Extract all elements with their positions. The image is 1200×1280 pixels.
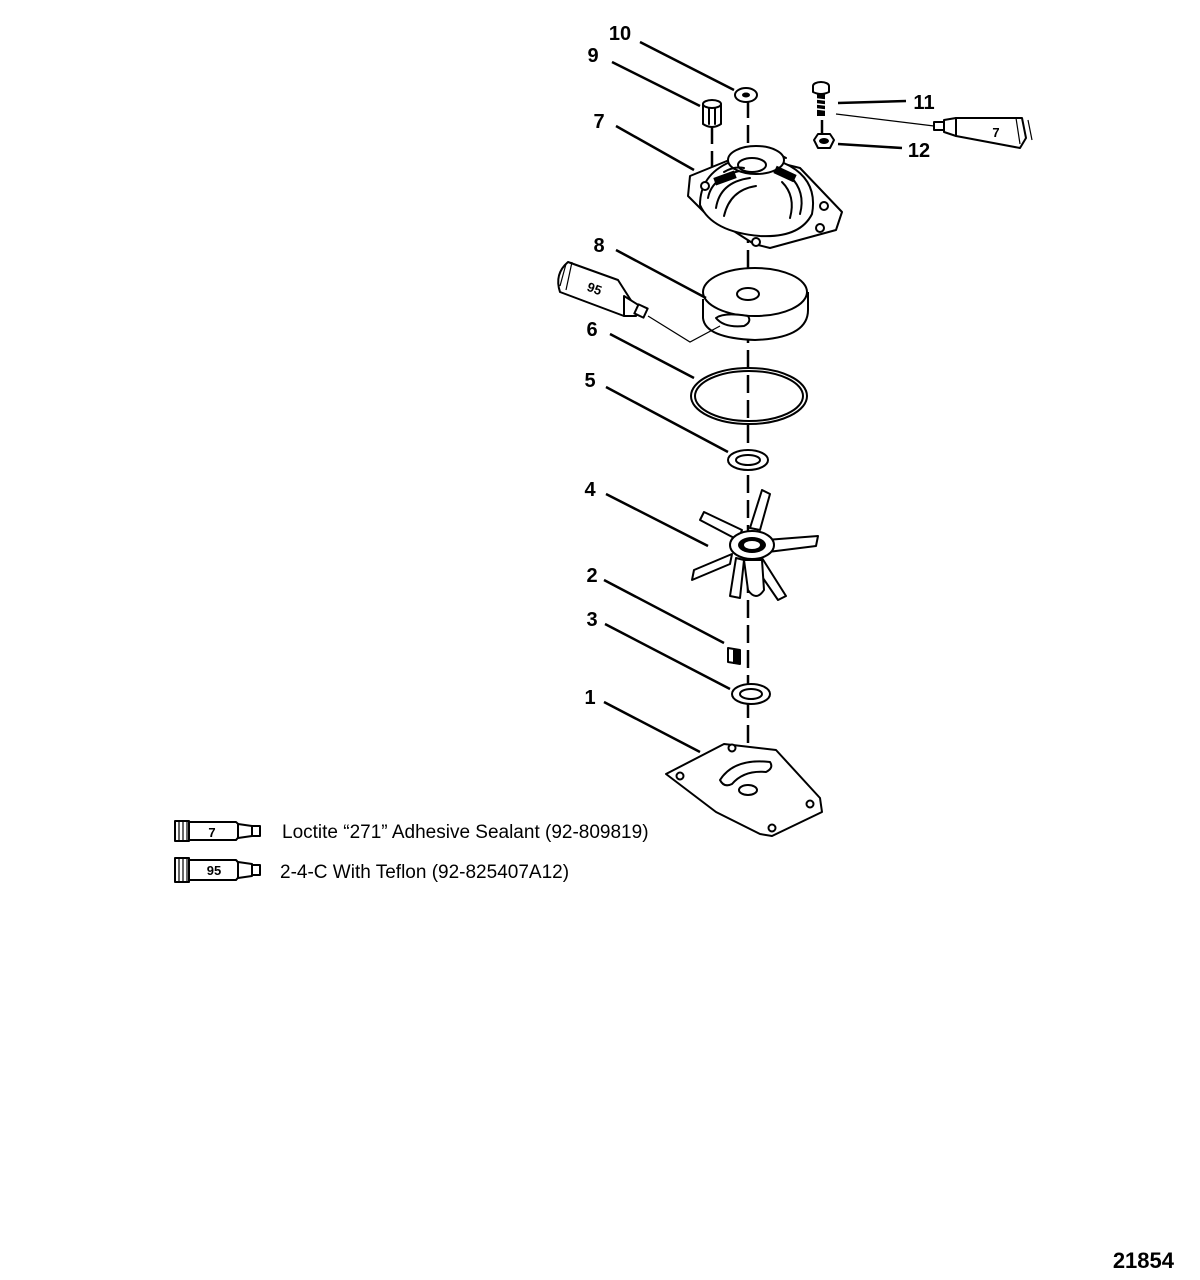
part-4-impeller xyxy=(691,489,819,601)
part-7-pump-housing xyxy=(687,145,843,249)
legend-text-1: Loctite “271” Adhesive Sealant (92-80981… xyxy=(282,822,649,843)
part-10-washer xyxy=(734,87,758,103)
legend-tube-95-label: 95 xyxy=(207,863,221,878)
legend-item-1: 7 Loctite “271” Adhesive Sealant (92-809… xyxy=(174,820,649,843)
callout-5: 5 xyxy=(584,370,595,392)
tube-label-95: 95 xyxy=(585,279,604,298)
callout-numbers: 10 9 11 12 7 8 6 5 4 2 3 1 xyxy=(584,23,934,709)
callout-2: 2 xyxy=(586,565,597,587)
callout-12: 12 xyxy=(908,140,930,162)
callout-3: 3 xyxy=(586,609,597,631)
part-12-nut xyxy=(813,133,835,149)
callout-1: 1 xyxy=(584,687,595,709)
callout-7: 7 xyxy=(593,111,604,133)
callout-4: 4 xyxy=(584,479,596,501)
tube-label-7: 7 xyxy=(992,125,999,140)
legend-item-2: 95 2-4-C With Teflon (92-825407A12) xyxy=(174,857,569,883)
part-6-o-ring xyxy=(690,367,808,425)
part-11-screw xyxy=(812,81,830,116)
callout-10: 10 xyxy=(609,23,631,45)
lubricant-leader-95 xyxy=(647,315,721,343)
callout-leaders xyxy=(603,40,907,754)
part-1-face-plate xyxy=(665,743,823,837)
legend-text-2: 2-4-C With Teflon (92-825407A12) xyxy=(280,862,569,883)
part-2-drive-key xyxy=(727,647,741,665)
callout-8: 8 xyxy=(593,235,604,257)
part-5-seal-ring xyxy=(727,449,769,471)
part-8-insert xyxy=(702,267,809,341)
legend-tube-7-label: 7 xyxy=(208,825,215,840)
callout-9: 9 xyxy=(587,45,598,67)
part-3-seal-ring xyxy=(731,683,771,705)
part-9-sleeve xyxy=(702,99,722,128)
legend-tube-7-icon: 7 xyxy=(174,820,261,842)
legend-tube-95-icon: 95 xyxy=(174,857,261,883)
sealant-leader-7 xyxy=(835,113,935,127)
lubricant-tube-95: 95 xyxy=(557,261,649,319)
sealant-tube-7: 7 xyxy=(933,117,1033,149)
callout-11: 11 xyxy=(913,92,934,114)
figure-number: 21854 xyxy=(1113,1248,1175,1273)
callout-6: 6 xyxy=(586,319,597,341)
